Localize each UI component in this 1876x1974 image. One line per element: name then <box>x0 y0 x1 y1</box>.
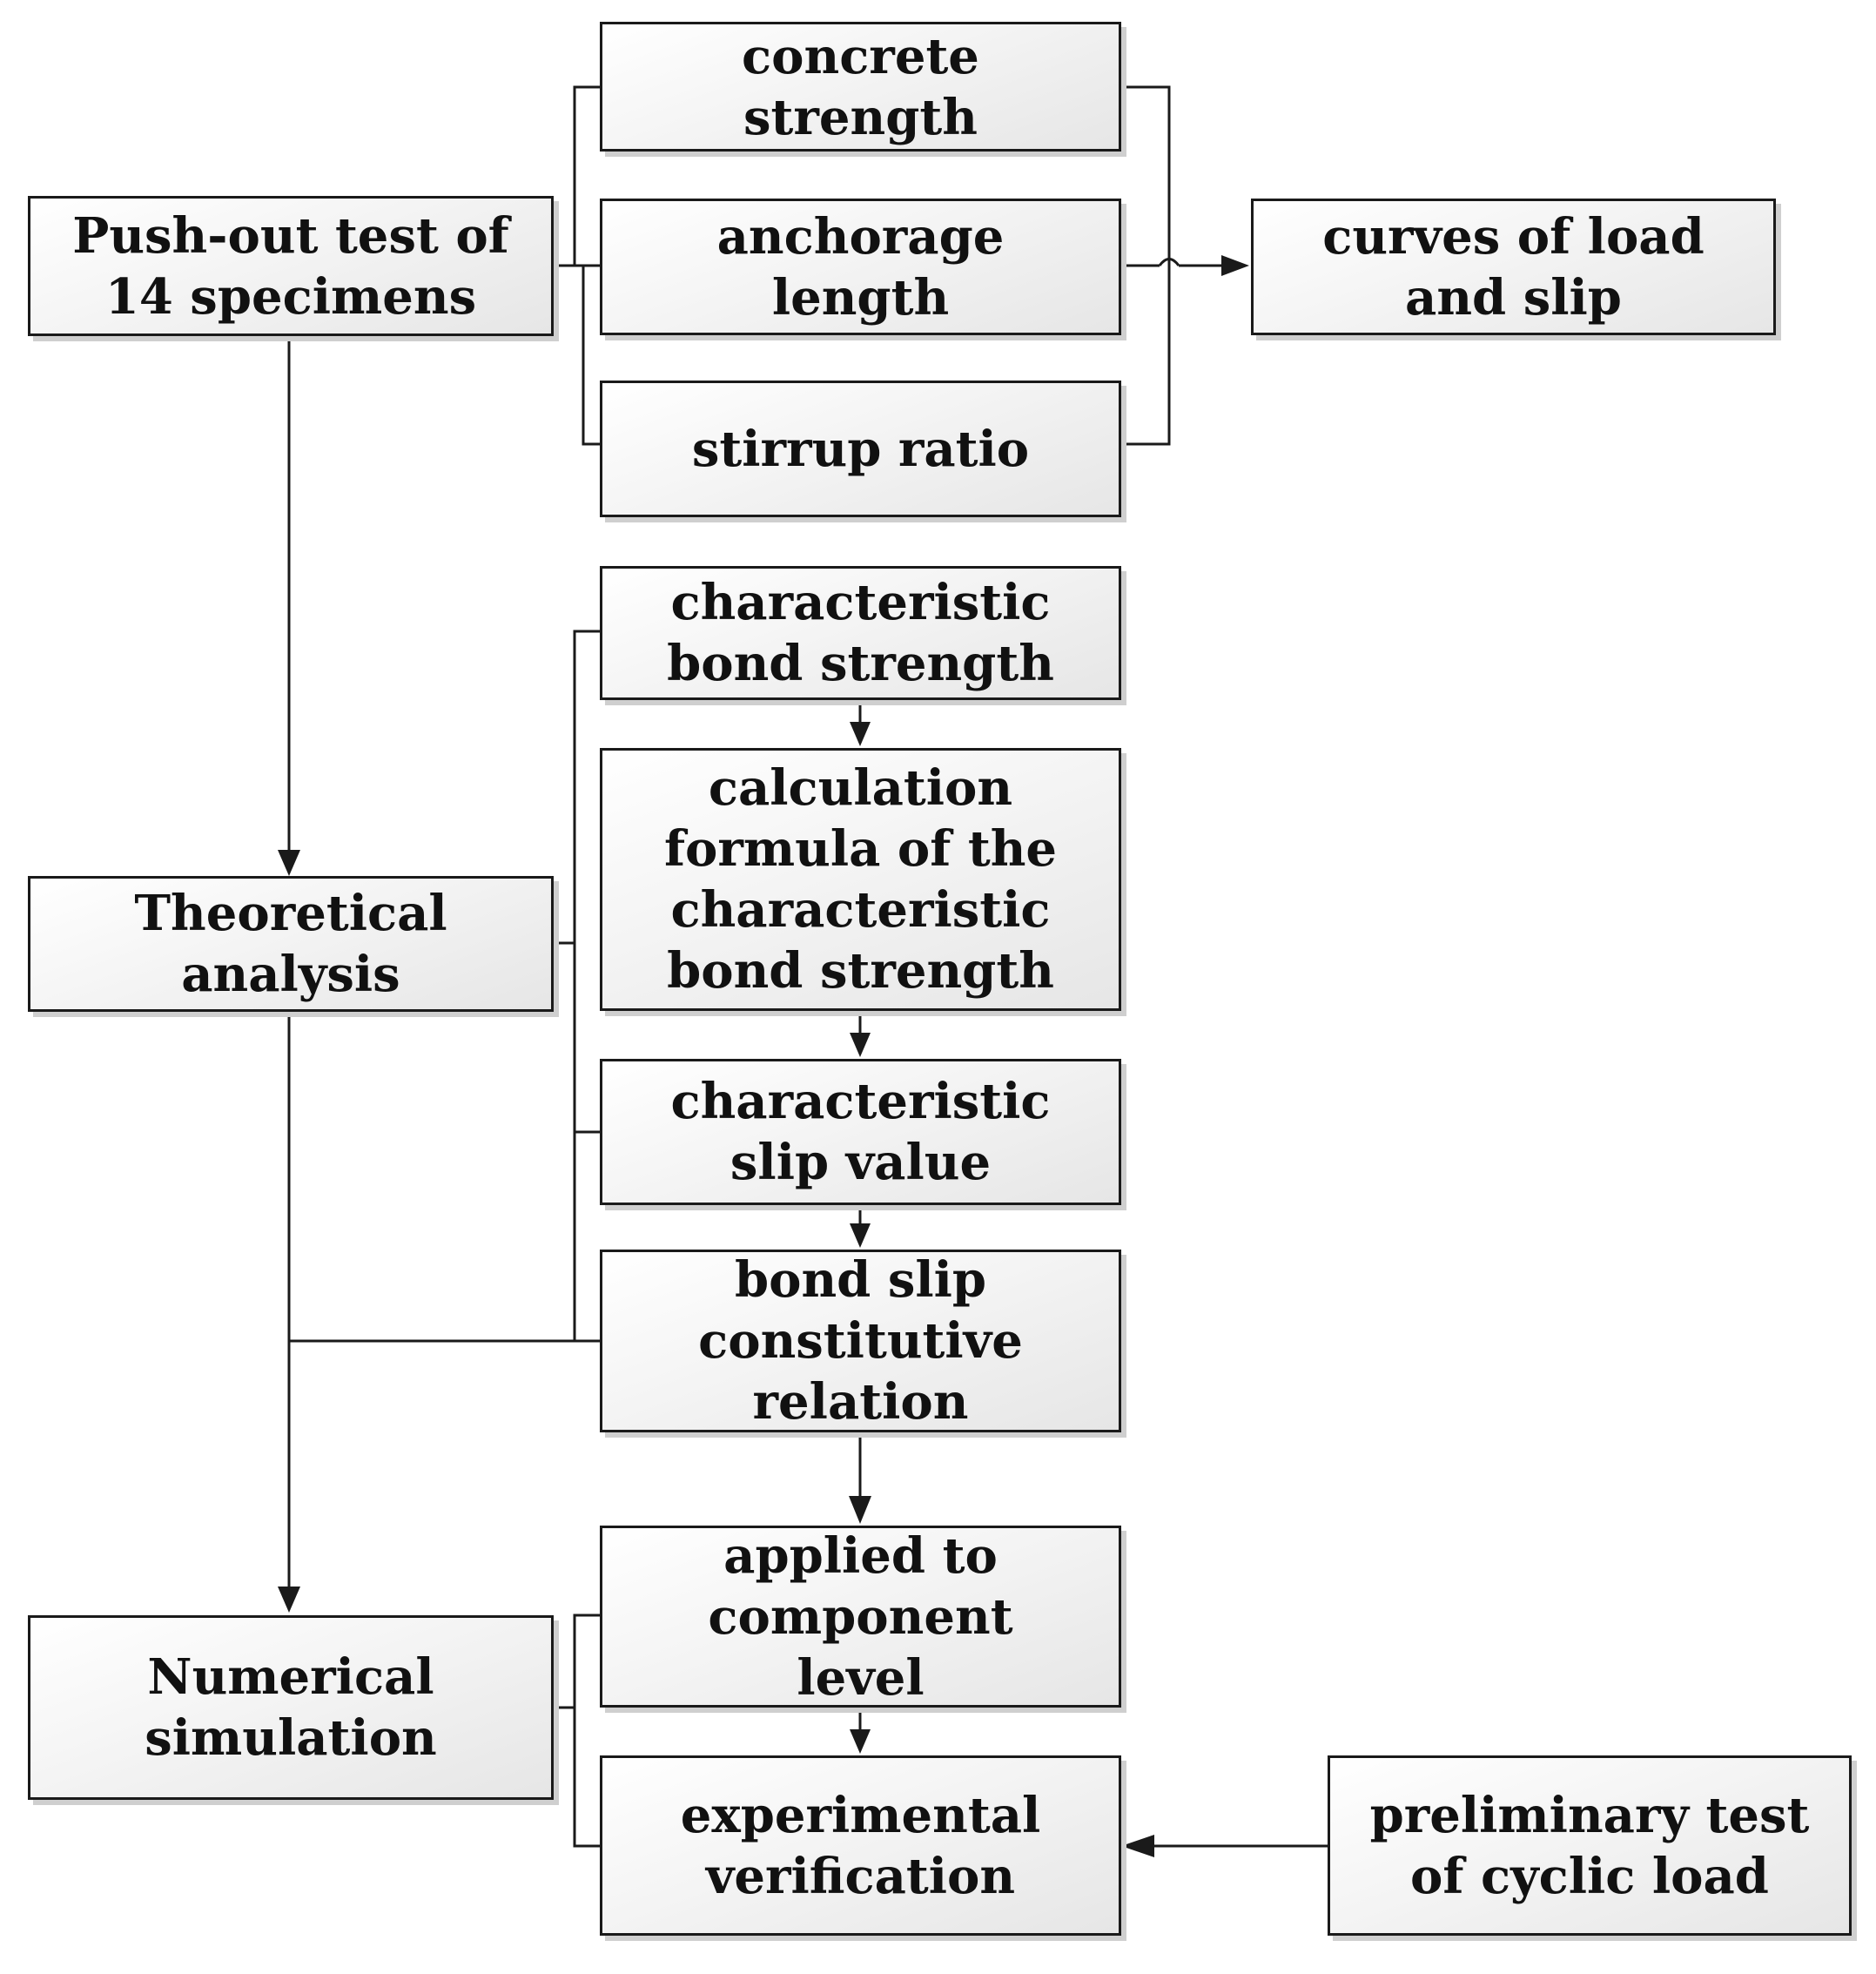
concrete-strength-label: concrete strength <box>742 27 979 146</box>
concrete-strength-box: concrete strength <box>600 22 1121 152</box>
connector-anchorage-to-stirrup <box>582 264 600 446</box>
arrowhead-applied <box>849 1496 871 1524</box>
arrowhead-constitutive <box>850 1223 871 1248</box>
numerical-simulation-box: Numerical simulation <box>28 1615 554 1800</box>
theoretical-analysis-label: Theoretical analysis <box>134 885 447 1003</box>
calculation-formula-box: calculation formula of the characteristi… <box>600 748 1121 1011</box>
arrowhead-slip <box>850 1033 871 1057</box>
connector-push-out-to-parameters <box>554 85 600 267</box>
stirrup-ratio-label: stirrup ratio <box>691 420 1030 478</box>
bond-slip-constitutive-box: bond slip constitutive relation <box>600 1250 1121 1432</box>
push-out-test-box: Push-out test of 14 specimens <box>28 196 554 336</box>
connector-numerical-to-experimental <box>573 1708 600 1848</box>
curves-load-slip-box: curves of load and slip <box>1251 199 1776 335</box>
characteristic-slip-value-label: characteristic slip value <box>670 1073 1051 1191</box>
calculation-formula-label: calculation formula of the characteristi… <box>663 759 1058 1000</box>
curves-load-slip-label: curves of load and slip <box>1322 207 1705 327</box>
arrowhead-theoretical <box>278 850 300 876</box>
arrowhead-curves <box>1221 255 1249 276</box>
anchorage-length-box: anchorage length <box>600 199 1121 335</box>
experimental-verification-box: experimental verification <box>600 1755 1121 1936</box>
arrowhead-numerical <box>278 1587 300 1613</box>
characteristic-bond-strength-box: characteristic bond strength <box>600 566 1121 700</box>
connector-crossover-hop <box>1158 258 1180 266</box>
connector-numerical-to-applied <box>554 1614 600 1709</box>
push-out-test-label: Push-out test of 14 specimens <box>72 206 509 326</box>
characteristic-bond-strength-label: characteristic bond strength <box>667 574 1054 692</box>
arrowhead-formula <box>850 722 871 746</box>
bond-slip-constitutive-label: bond slip constitutive relation <box>698 1251 1023 1431</box>
theoretical-analysis-box: Theoretical analysis <box>28 876 554 1012</box>
experimental-verification-label: experimental verification <box>680 1786 1041 1905</box>
connector-theoretical-to-chain <box>554 630 600 945</box>
characteristic-slip-value-box: characteristic slip value <box>600 1059 1121 1205</box>
numerical-simulation-label: Numerical simulation <box>145 1648 437 1767</box>
stirrup-ratio-box: stirrup ratio <box>600 381 1121 517</box>
arrowhead-experimental-side <box>1121 1835 1154 1857</box>
arrowhead-experimental <box>850 1729 871 1754</box>
preliminary-test-cyclic-box: preliminary test of cyclic load <box>1328 1755 1852 1936</box>
applied-component-level-label: applied to component level <box>708 1526 1013 1707</box>
preliminary-test-cyclic-label: preliminary test of cyclic load <box>1369 1786 1810 1905</box>
connector-concrete-to-curves <box>1121 85 1171 446</box>
anchorage-length-label: anchorage length <box>716 207 1005 327</box>
applied-component-level-box: applied to component level <box>600 1526 1121 1708</box>
